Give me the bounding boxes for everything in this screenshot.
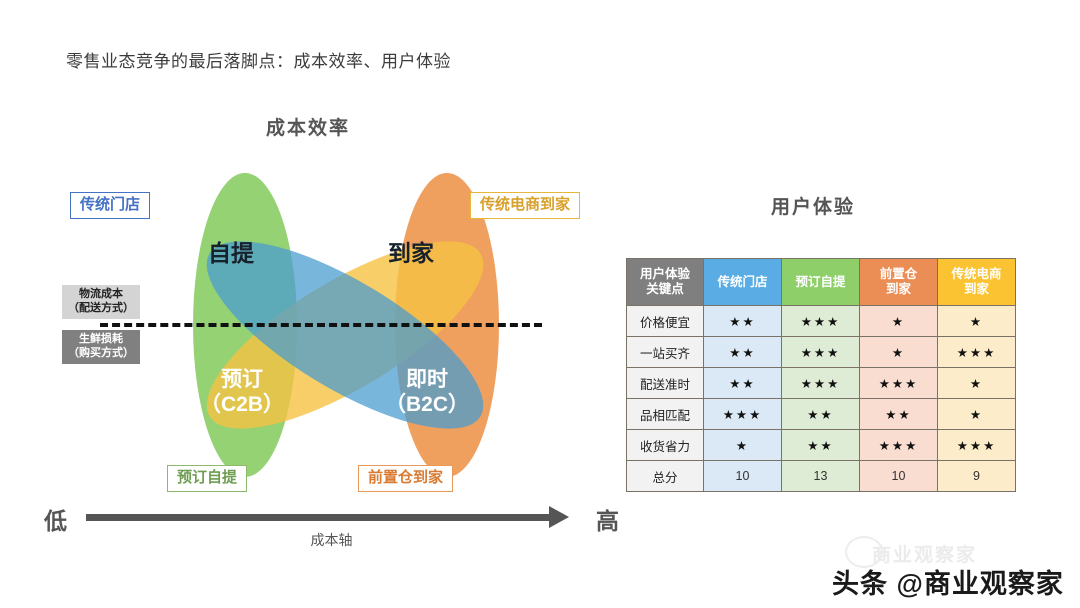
table-row: 收货省力 ★ ★★ ★★★ ★★★ [626, 429, 1016, 461]
total-row-key: 总分 [626, 460, 704, 492]
row-cell: ★★★ [859, 429, 938, 461]
row-cell: ★★★ [937, 336, 1016, 368]
tag-preorder-pickup: 预订自提 [167, 465, 248, 492]
table-row: 价格便宜 ★★ ★★★ ★ ★ [626, 305, 1016, 337]
total-cell: 13 [781, 460, 860, 492]
total-cell: 9 [937, 460, 1016, 492]
table-header-c3-line2: 到家 [963, 282, 989, 296]
row-cell: ★★ [859, 398, 938, 430]
annotation-logistics-line2: （配送方式） [68, 301, 134, 314]
row-cell: ★ [937, 367, 1016, 399]
venn-label-preorder-c2b: 预订 （C2B） [200, 368, 284, 418]
annotation-logistics-line1: 物流成本 [79, 288, 123, 300]
row-cell: ★★★ [781, 367, 860, 399]
table-header-traditional-store: 传统门店 [703, 258, 782, 306]
table-header-c2-line1: 前置仓 [879, 267, 918, 281]
annotation-fresh-line1: 生鲜损耗 [79, 333, 123, 345]
table-header-c1-line1: 预订自提 [795, 274, 846, 289]
tag-forward-warehouse-delivery: 前置仓到家 [358, 465, 454, 492]
table-total-row: 总分 10 13 10 9 [626, 460, 1016, 492]
row-cell: ★★ [781, 398, 860, 430]
row-cell: ★★★ [859, 367, 938, 399]
row-cell: ★★ [703, 336, 782, 368]
venn-ellipses-svg [193, 173, 499, 477]
table-header-c2-line2: 到家 [885, 282, 911, 296]
row-key: 收货省力 [626, 429, 704, 461]
row-cell: ★ [859, 336, 938, 368]
row-key: 一站买齐 [626, 336, 704, 368]
tag-traditional-store: 传统门店 [70, 192, 151, 219]
table-header-key-line1: 用户体验 [639, 267, 690, 281]
venn-label-instant-b2c: 即时 （B2C） [385, 368, 469, 418]
axis-line [86, 514, 552, 521]
venn-label-pickup: 自提 [208, 240, 254, 266]
row-cell: ★ [703, 429, 782, 461]
table-header-row: 用户体验 关键点 传统门店 预订自提 前置仓 到家 传统电商 到家 [626, 258, 1016, 306]
table-header-c0-line1: 传统门店 [717, 274, 768, 289]
user-experience-table: 用户体验 关键点 传统门店 预订自提 前置仓 到家 传统电商 到家 [626, 258, 1016, 492]
venn-label-preorder-line2: （C2B） [200, 392, 285, 416]
venn-label-instant-line2: （B2C） [385, 392, 470, 416]
venn-label-preorder-line1: 预订 [221, 368, 263, 391]
row-cell: ★ [937, 305, 1016, 337]
annotation-fresh-line2: （购买方式） [68, 346, 134, 359]
page-title: 零售业态竞争的最后落脚点：成本效率、用户体验 [66, 52, 451, 71]
watermark-main: 头条 @商业观察家 [832, 569, 1064, 599]
axis-label-high: 高 [596, 508, 619, 534]
annotation-logistics-cost: 物流成本 （配送方式） [62, 285, 140, 319]
row-key: 配送准时 [626, 367, 704, 399]
cost-axis: 低 高 成本轴 [44, 498, 619, 556]
table-row: 一站买齐 ★★ ★★★ ★ ★★★ [626, 336, 1016, 368]
venn-diagram: 自提 到家 预订 （C2B） 即时 （B2C） 传统门店 传统电商到家 预订自提… [40, 160, 620, 510]
annotation-fresh-loss: 生鲜损耗 （购买方式） [62, 330, 140, 364]
dashed-divider-line [100, 323, 542, 327]
row-cell: ★★ [703, 305, 782, 337]
table-row: 配送准时 ★★ ★★★ ★★★ ★ [626, 367, 1016, 399]
watermark-logo-icon [845, 536, 883, 568]
section-heading-user-experience: 用户体验 [771, 197, 856, 218]
table-header-c3-line1: 传统电商 [951, 267, 1002, 281]
total-cell: 10 [859, 460, 938, 492]
watermark-faint: 商业观察家 [872, 545, 978, 566]
table-header-preorder-pickup: 预订自提 [781, 258, 860, 306]
table-header-forward-warehouse: 前置仓 到家 [859, 258, 938, 306]
row-cell: ★ [937, 398, 1016, 430]
row-cell: ★ [859, 305, 938, 337]
ellipse-blue-store [206, 241, 484, 429]
arrow-right-icon [549, 506, 569, 528]
section-heading-cost-efficiency: 成本效率 [266, 118, 351, 139]
row-key: 品相匹配 [626, 398, 704, 430]
row-cell: ★★★ [703, 398, 782, 430]
row-cell: ★★★ [781, 305, 860, 337]
row-cell: ★★ [781, 429, 860, 461]
table-header-traditional-ecommerce: 传统电商 到家 [937, 258, 1016, 306]
total-cell: 10 [703, 460, 782, 492]
axis-title: 成本轴 [310, 532, 353, 548]
table-body: 价格便宜 ★★ ★★★ ★ ★ 一站买齐 ★★ ★★★ ★ ★★★ 配送准时 ★… [626, 305, 1016, 492]
table-row: 品相匹配 ★★★ ★★ ★★ ★ [626, 398, 1016, 430]
venn-label-instant-line1: 即时 [406, 368, 448, 391]
venn-stage: 自提 到家 预订 （C2B） 即时 （B2C） 传统门店 传统电商到家 预订自提… [40, 160, 620, 510]
table-header: 用户体验 关键点 传统门店 预订自提 前置仓 到家 传统电商 到家 [626, 258, 1016, 306]
table-header-key-line2: 关键点 [646, 282, 684, 296]
tag-traditional-ecommerce: 传统电商到家 [470, 192, 581, 219]
venn-label-delivery: 到家 [388, 240, 434, 266]
table-header-key: 用户体验 关键点 [626, 258, 704, 306]
axis-label-low: 低 [44, 508, 67, 534]
row-cell: ★★★ [937, 429, 1016, 461]
row-cell: ★★★ [781, 336, 860, 368]
row-key: 价格便宜 [626, 305, 704, 337]
row-cell: ★★ [703, 367, 782, 399]
